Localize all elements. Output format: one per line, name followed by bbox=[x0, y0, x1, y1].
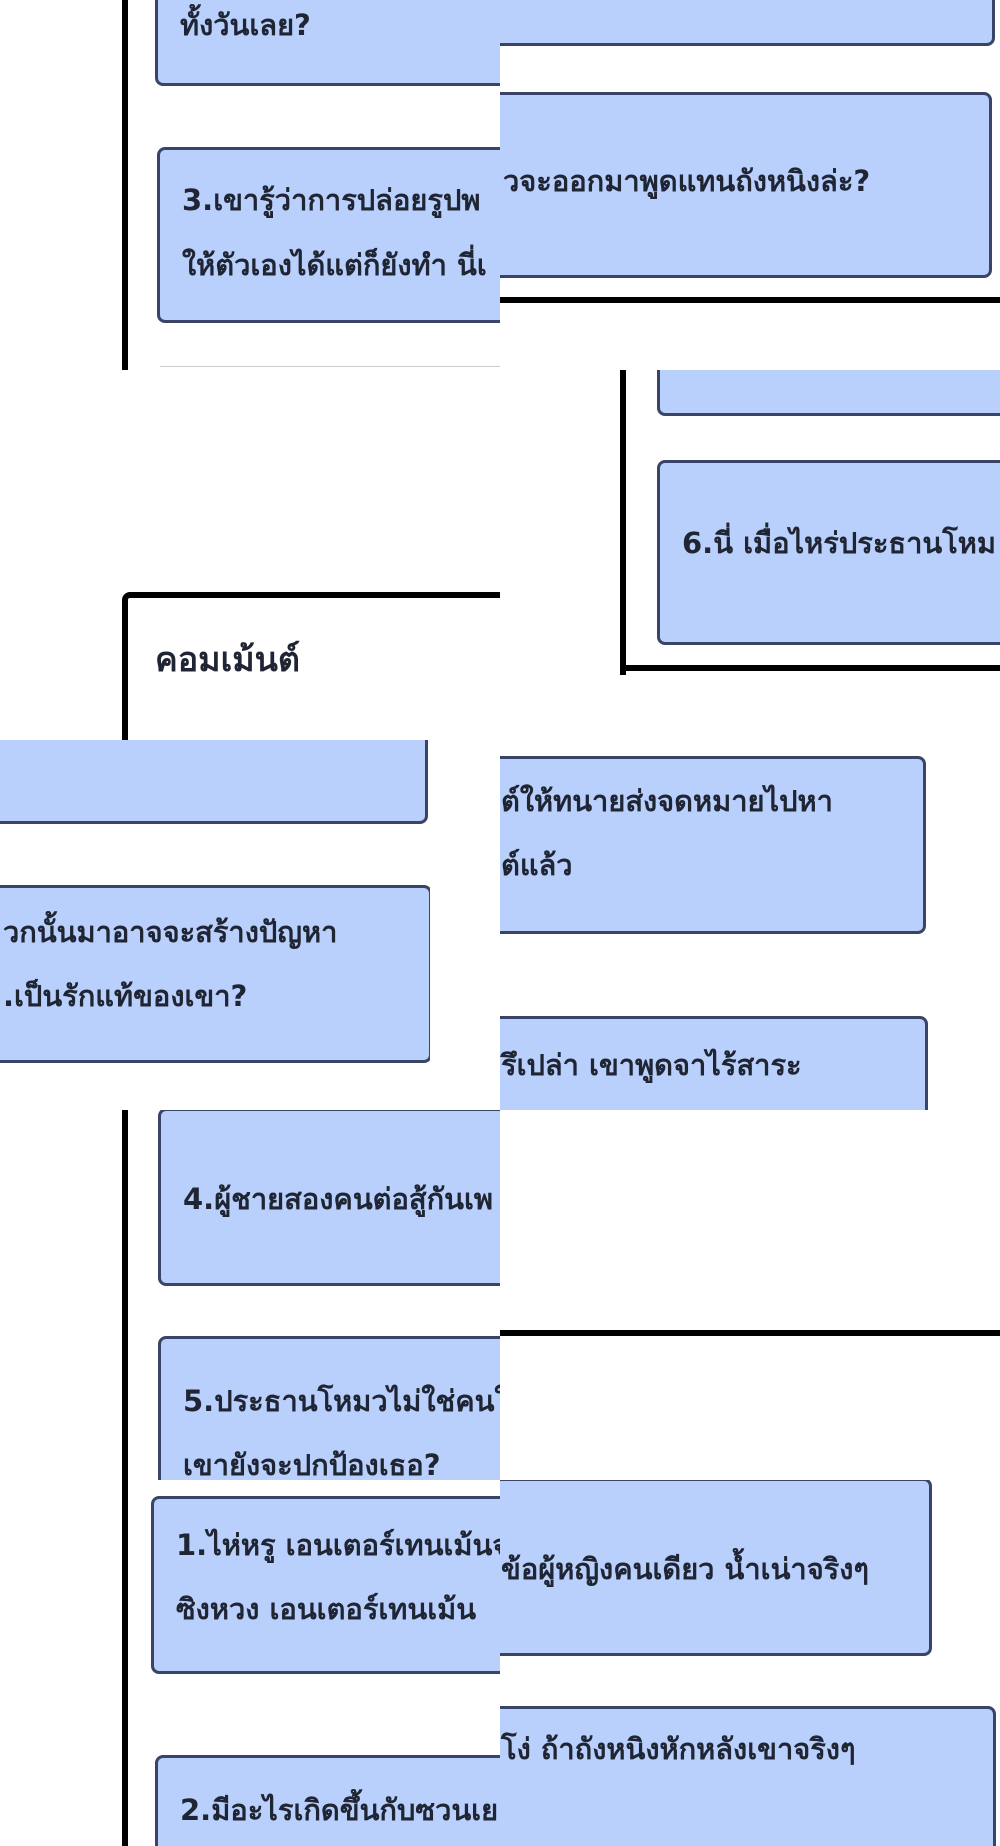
comment-text: โง่ ถ้าถังหนิงหักหลังเขาจริงๆ bbox=[501, 1732, 856, 1766]
comment-text: ซิงหวง เอนเตอร์เทนเม้น bbox=[176, 1592, 477, 1626]
comment-text: รึเปล่า เขาพูดจาไร้สาระ bbox=[501, 1048, 802, 1082]
comments-frame bbox=[122, 592, 500, 740]
screenshot-tile-items-1-2: 1.ไห่หรู เอนเตอร์เทนเม้นจ ซิงหวง เอนเตอร… bbox=[0, 1480, 500, 1846]
comment-text: .เป็นรักแท้ของเขา? bbox=[3, 979, 248, 1013]
frame-border-left bbox=[122, 0, 128, 370]
comment-text: ต์ให้ทนายส่งจดหมายไปหา bbox=[501, 784, 833, 818]
screenshot-tile-items-4-5: 4.ผู้ชายสองคนต่อสู้กันเพ 5.ประธานโหมวไม่… bbox=[0, 1110, 500, 1480]
divider-line bbox=[160, 366, 500, 367]
comment-text: ข้อผู้หญิงคนเดียว น้ำเน่าจริงๆ bbox=[501, 1552, 869, 1586]
comment-card-5[interactable]: 5.ประธานโหมวไม่ใช่คนใ เขายังจะปกป้องเธอ? bbox=[158, 1336, 500, 1480]
frame-border-bottom bbox=[620, 665, 1000, 671]
comment-card-3[interactable]: 3.เขารู้ว่าการปล่อยรูปพ ให้ตัวเองได้แต่ก… bbox=[157, 147, 500, 323]
comment-text: 3.เขารู้ว่าการปล่อยรูปพ bbox=[182, 183, 481, 217]
screenshot-tile-top-left: ทั้งวันเลย? 3.เขารู้ว่าการปล่อยรูปพ ให้ต… bbox=[0, 0, 500, 370]
screenshot-tile-right-mid: ต์ให้ทนายส่งจดหมายไปหา ต์แล้ว รึเปล่า เข… bbox=[500, 740, 930, 1110]
frame-border-top bbox=[500, 1330, 1000, 1336]
screenshot-tile-top-right: วจะออกมาพูดแทนถังหนิงล่ะ? bbox=[500, 0, 1000, 370]
comment-card-top-right[interactable] bbox=[500, 0, 995, 46]
comment-card-top[interactable]: ทั้งวันเลย? bbox=[155, 0, 500, 86]
screenshot-tile-item-6: 6.นี่ เมื่อไหร่ประธานโหม bbox=[620, 370, 1000, 675]
comment-card-4[interactable]: 4.ผู้ชายสองคนต่อสู้กันเพ bbox=[158, 1110, 500, 1286]
comment-text: 1.ไห่หรู เอนเตอร์เทนเม้นจ bbox=[176, 1528, 500, 1562]
screenshot-tile-heading: คอมเม้นต์ bbox=[0, 370, 500, 740]
comment-text: 2.มีอะไรเกิดขึ้นกับซวนเย bbox=[180, 1793, 499, 1827]
screenshot-tile-bottom-right: ข้อผู้หญิงคนเดียว น้ำเน่าจริงๆ โง่ ถ้าถั… bbox=[500, 1480, 1000, 1846]
comment-card-lm[interactable]: วกนั้นมาอาจจะสร้างปัญหา .เป็นรักแท้ของเข… bbox=[0, 885, 430, 1063]
comment-card-5-tail[interactable] bbox=[657, 370, 1000, 416]
comment-card-6[interactable]: 6.นี่ เมื่อไหร่ประธานโหม bbox=[657, 460, 1000, 645]
comment-text: 5.ประธานโหมวไม่ใช่คนใ bbox=[183, 1384, 500, 1418]
frame-border-left bbox=[122, 1480, 128, 1846]
comment-card-2[interactable]: 2.มีอะไรเกิดขึ้นกับซวนเย bbox=[155, 1755, 500, 1846]
comment-text: ต์แล้ว bbox=[501, 848, 573, 882]
frame-border-left bbox=[122, 1110, 128, 1480]
screenshot-tile-blank bbox=[500, 1110, 1000, 1480]
comments-heading: คอมเม้นต์ bbox=[155, 640, 300, 680]
comment-text: ทั้งวันเลย? bbox=[180, 8, 311, 42]
comment-card-rt1[interactable]: วจะออกมาพูดแทนถังหนิงล่ะ? bbox=[500, 92, 992, 278]
comment-text: 4.ผู้ชายสองคนต่อสู้กันเพ bbox=[183, 1182, 494, 1216]
comment-card-1[interactable]: 1.ไห่หรู เอนเตอร์เทนเม้นจ ซิงหวง เอนเตอร… bbox=[151, 1496, 500, 1674]
comment-text: ให้ตัวเองได้แต่ก็ยังทำ นี่เ bbox=[182, 248, 487, 282]
comment-text: วกนั้นมาอาจจะสร้างปัญหา bbox=[3, 915, 338, 949]
comment-card-rb1[interactable]: ข้อผู้หญิงคนเดียว น้ำเน่าจริงๆ bbox=[500, 1480, 932, 1656]
comment-text: วจะออกมาพูดแทนถังหนิงล่ะ? bbox=[503, 164, 871, 198]
frame-border-left bbox=[620, 370, 626, 675]
comment-card-rm2[interactable]: รึเปล่า เขาพูดจาไร้สาระ bbox=[500, 1016, 928, 1110]
comment-text: 6.นี่ เมื่อไหร่ประธานโหม bbox=[682, 526, 997, 560]
frame-border-bottom bbox=[500, 297, 1000, 303]
comment-text: เขายังจะปกป้องเธอ? bbox=[183, 1448, 441, 1480]
comment-card-rb2[interactable]: โง่ ถ้าถังหนิงหักหลังเขาจริงๆ bbox=[500, 1706, 996, 1846]
comment-card-lm-top[interactable] bbox=[0, 740, 428, 824]
screenshot-tile-left-mid: วกนั้นมาอาจจะสร้างปัญหา .เป็นรักแท้ของเข… bbox=[0, 740, 430, 1110]
comment-card-rm1[interactable]: ต์ให้ทนายส่งจดหมายไปหา ต์แล้ว bbox=[500, 756, 926, 934]
